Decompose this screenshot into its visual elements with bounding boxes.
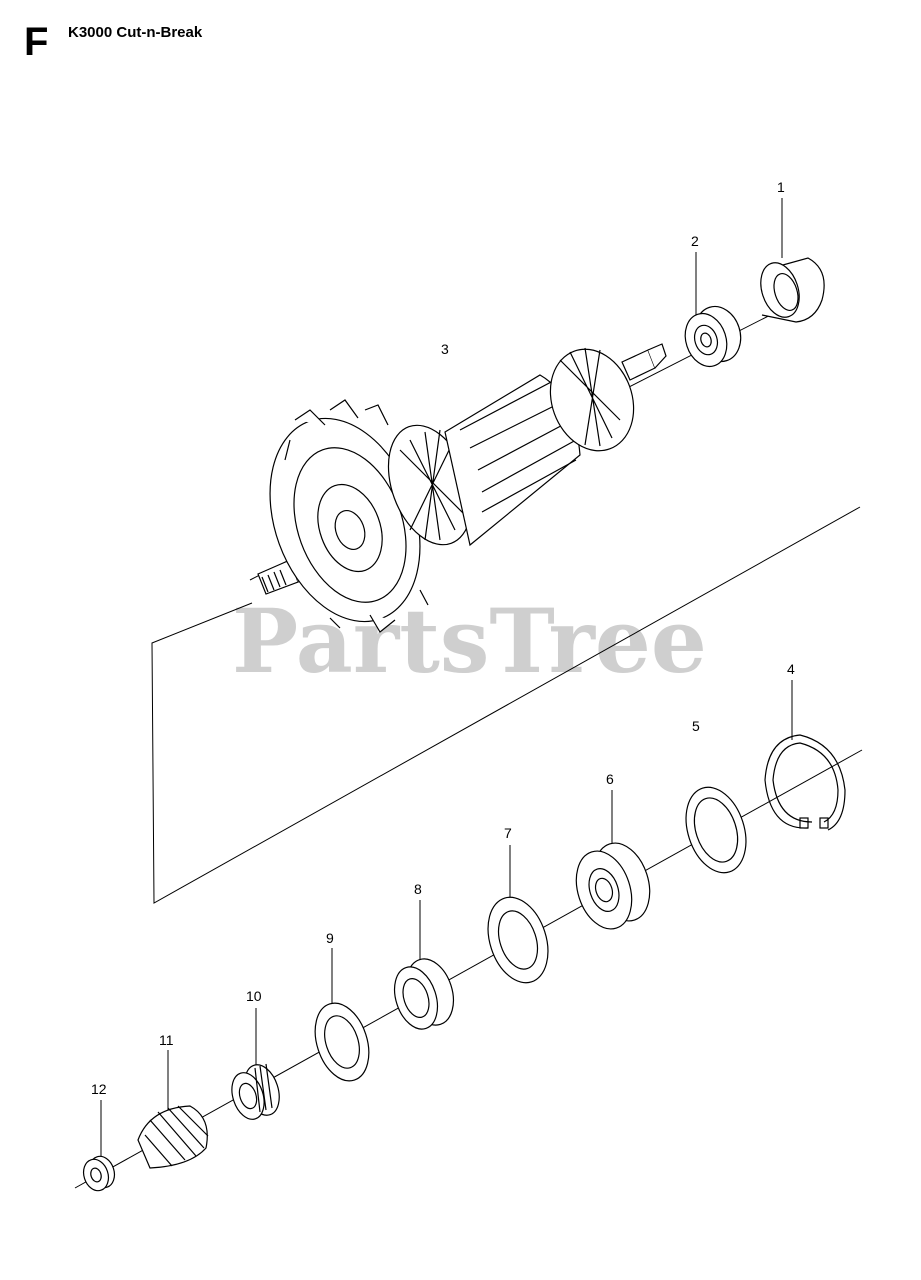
- part-1-bearing-cap: [760, 257, 825, 323]
- callout-10: 10: [246, 988, 262, 1004]
- page-title: K3000 Cut-n-Break: [68, 24, 203, 41]
- part-6-bearing: [575, 842, 651, 930]
- callout-4: 4: [787, 661, 795, 677]
- part-7-washer: [487, 896, 549, 984]
- part-12-nut: [82, 1155, 116, 1192]
- callout-6: 6: [606, 771, 614, 787]
- guide-connector-line: [151, 506, 861, 904]
- part-2-bearing: [684, 305, 742, 368]
- part-10-sleeve: [231, 1063, 280, 1120]
- part-5-washer: [685, 786, 747, 874]
- part-4-circlip: [764, 734, 846, 831]
- callout-1: 1: [777, 179, 785, 195]
- callout-3: 3: [441, 341, 449, 357]
- part-8-bushing: [393, 958, 455, 1030]
- section-letter: F: [24, 20, 49, 64]
- callout-9: 9: [326, 930, 334, 946]
- callout-8: 8: [414, 881, 422, 897]
- part-11-pinion-gear: [137, 1105, 209, 1169]
- callout-7: 7: [504, 825, 512, 841]
- watermark: PartsTree: [232, 589, 707, 693]
- callout-5: 5: [692, 718, 700, 734]
- part-3-armature: [257, 343, 667, 633]
- part-9-washer: [314, 1002, 370, 1082]
- callout-2: 2: [691, 233, 699, 249]
- callout-11: 11: [159, 1032, 174, 1048]
- callout-12: 12: [91, 1081, 107, 1097]
